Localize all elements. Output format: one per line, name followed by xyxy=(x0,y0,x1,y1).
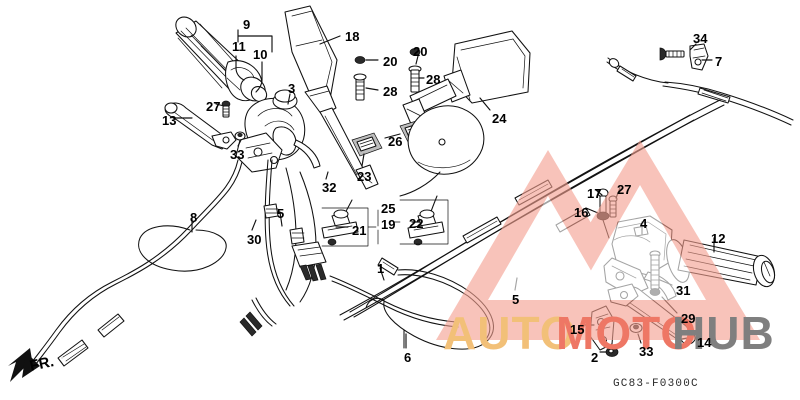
part-screw-34 xyxy=(659,47,685,61)
part-mirror-hardware-left xyxy=(353,56,367,101)
callout-mirror-left: 18 xyxy=(345,29,360,44)
callout-clutch-lever: 13 xyxy=(162,113,177,128)
callout-mirror-right: 24 xyxy=(492,111,507,126)
part-brake-switch-22 xyxy=(407,195,445,246)
callout-front-brake-cable: 6 xyxy=(404,350,412,365)
part-front-brake-cable-6 xyxy=(329,275,459,349)
callout-mirror-bolt: 28 xyxy=(426,72,441,87)
callout-throttle-grip-rubber: 10 xyxy=(253,47,268,62)
part-mirror-left xyxy=(284,5,379,190)
callout-pivot-bolt: 31 xyxy=(676,283,691,298)
callout-cable-adjuster: 17 xyxy=(587,186,602,201)
bracket-group-19 xyxy=(321,207,379,247)
part-left-switch-housing xyxy=(235,89,321,173)
watermark-text-moto: MOTO xyxy=(556,307,698,359)
part-throttle-grip-left xyxy=(175,16,268,102)
part-bolts-31-29 xyxy=(649,250,661,296)
callout-mirror-cap-nut: 20 xyxy=(383,54,398,69)
part-mirror-hardware-right xyxy=(408,48,422,93)
callout-cable-clamp-screw: 34 xyxy=(693,31,708,46)
callout-brake-light-switch: 22 xyxy=(409,216,424,231)
callout-speedometer-cable: 8 xyxy=(190,210,198,225)
callout-lever-bracket: 15 xyxy=(570,322,585,337)
callout-brake-light-switch: 21 xyxy=(352,223,367,238)
callout-pivot-nut: 2 xyxy=(591,350,599,365)
callout-throttle-pipe: 11 xyxy=(232,39,246,54)
callout-throttle-cable: 5 xyxy=(277,206,285,221)
callout-clutch-cable: 1 xyxy=(377,261,385,276)
callout-nut: 33 xyxy=(639,344,654,359)
callout-mirror-seat-plate: 23 xyxy=(357,169,372,184)
callout-mirror-cap-nut: 20 xyxy=(413,44,428,59)
watermark-text-hub: HUB xyxy=(672,307,775,359)
part-brake-switch-21 xyxy=(321,199,359,246)
part-clutch-lever-left xyxy=(164,102,237,150)
fr-direction-arrow xyxy=(8,348,40,382)
part-mirror-seat-23 xyxy=(351,132,383,157)
callout-screw: 27 xyxy=(206,99,221,114)
callout-nut: 33 xyxy=(230,147,245,162)
callout-cable-adjuster-nut: 16 xyxy=(574,205,589,220)
callout-throttle-grip-assembly: 9 xyxy=(243,17,251,32)
callout-switch-set: 25 xyxy=(381,201,396,216)
callout-brake-lever: 14 xyxy=(697,335,712,350)
diagram-code-label: GC83-F0300C xyxy=(613,378,699,390)
callout-lever-bolt: 29 xyxy=(681,311,696,326)
callout-mirror-seat-plate: 26 xyxy=(388,134,403,149)
callout-throttle-housing: 4 xyxy=(640,216,648,231)
part-wire-harness xyxy=(239,159,327,337)
callout-wire-harness-clip: 30 xyxy=(247,232,262,247)
part-screw-27-left xyxy=(221,100,231,118)
callout-handlebar-grip: 12 xyxy=(711,231,726,246)
callout-cable-holder: 7 xyxy=(715,54,723,69)
callout-master-cylinder-cap: 3 xyxy=(288,81,296,96)
part-speedometer-cable-8 xyxy=(31,159,243,367)
part-cables-upper-right xyxy=(606,57,794,126)
callout-mirror-bolt: 28 xyxy=(383,84,398,99)
watermark-text-auto: AUTO xyxy=(443,307,577,359)
callout-throttle-cable: 5 xyxy=(512,292,520,307)
callout-wire-band: 32 xyxy=(322,180,337,195)
callout-switch-set: 19 xyxy=(381,217,396,232)
callout-screw: 27 xyxy=(617,182,632,197)
part-cable-holder-7 xyxy=(689,43,709,71)
